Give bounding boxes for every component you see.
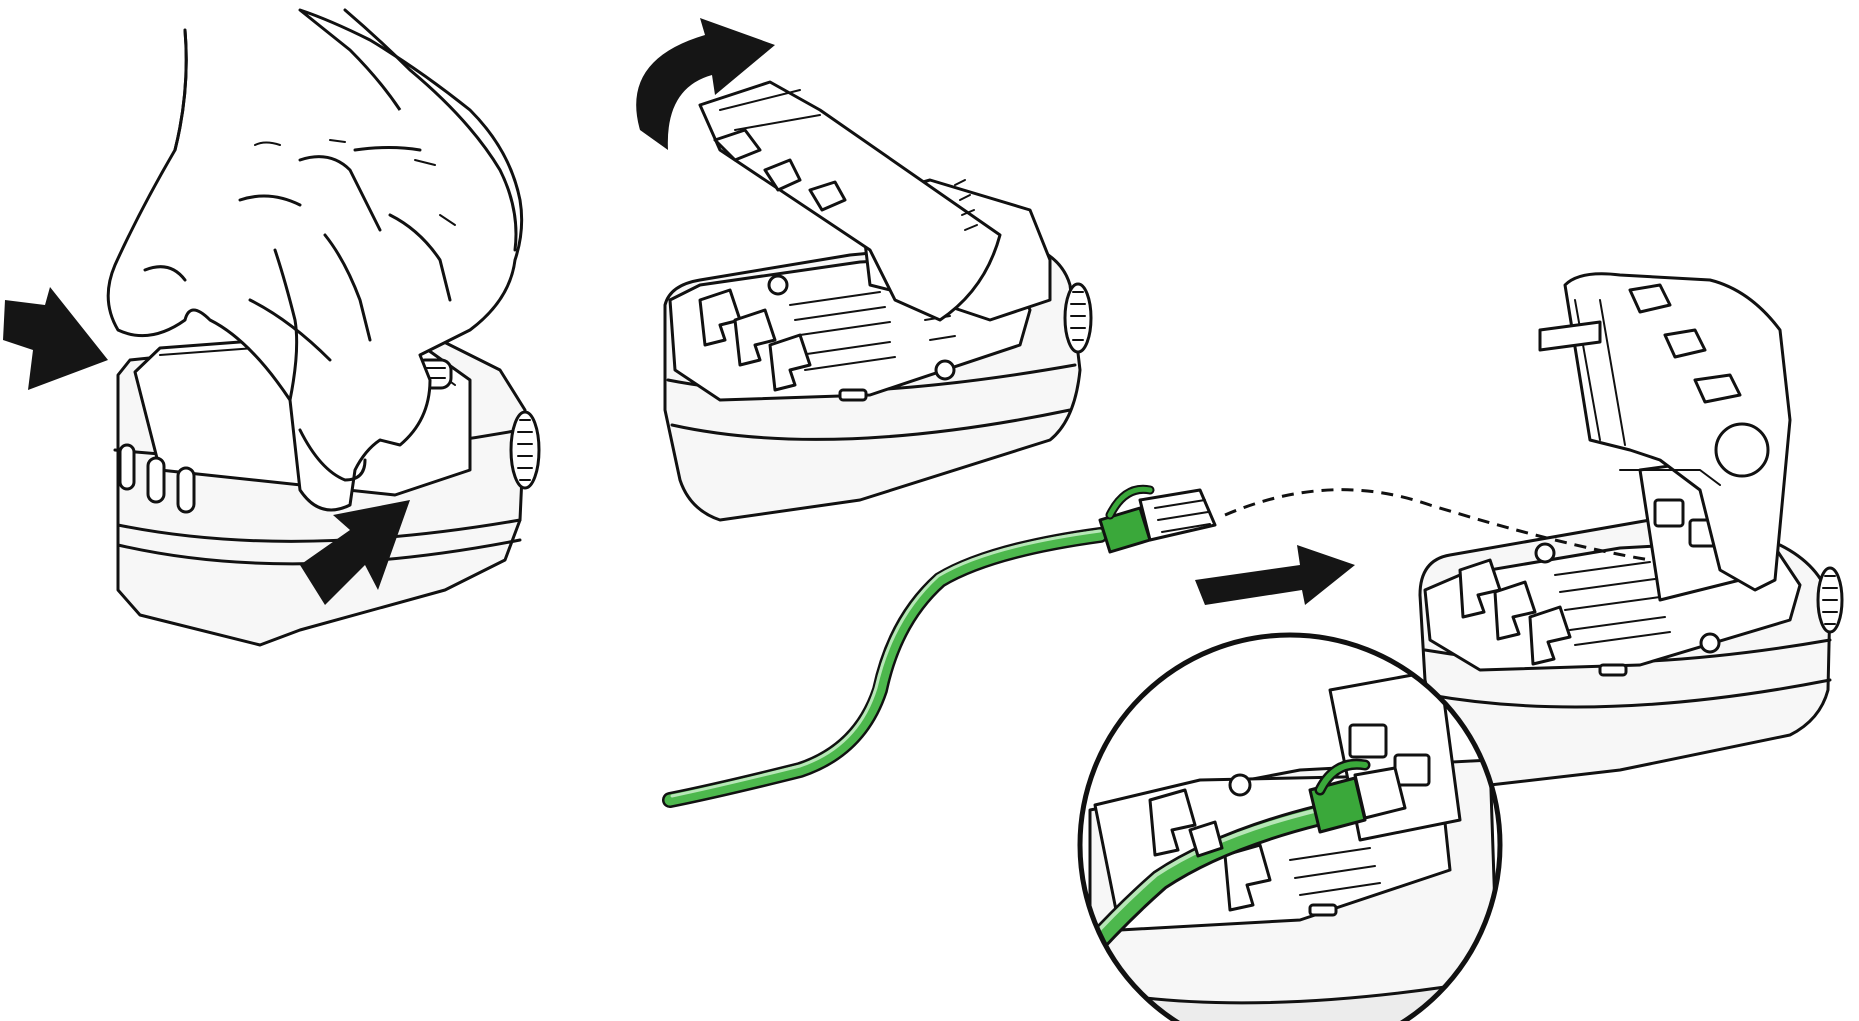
- side-slots: [118, 443, 196, 514]
- squeeze-arrow-right-icon: [300, 500, 410, 605]
- lift-arrow-icon: [636, 18, 775, 150]
- squeeze-arrow-left-icon: [3, 287, 108, 390]
- step-2-device: [663, 80, 1093, 522]
- hand-icon: [106, 8, 524, 512]
- dial-knob: [509, 410, 541, 490]
- insertion-path-dashed: [1224, 488, 1651, 562]
- insert-arrow-icon: [1195, 545, 1355, 605]
- ethernet-connector-icon: [1098, 484, 1217, 554]
- magnifier-circle-icon: [1077, 632, 1503, 1021]
- step-3-device: [1418, 272, 1844, 787]
- ethernet-cable: [662, 527, 1108, 808]
